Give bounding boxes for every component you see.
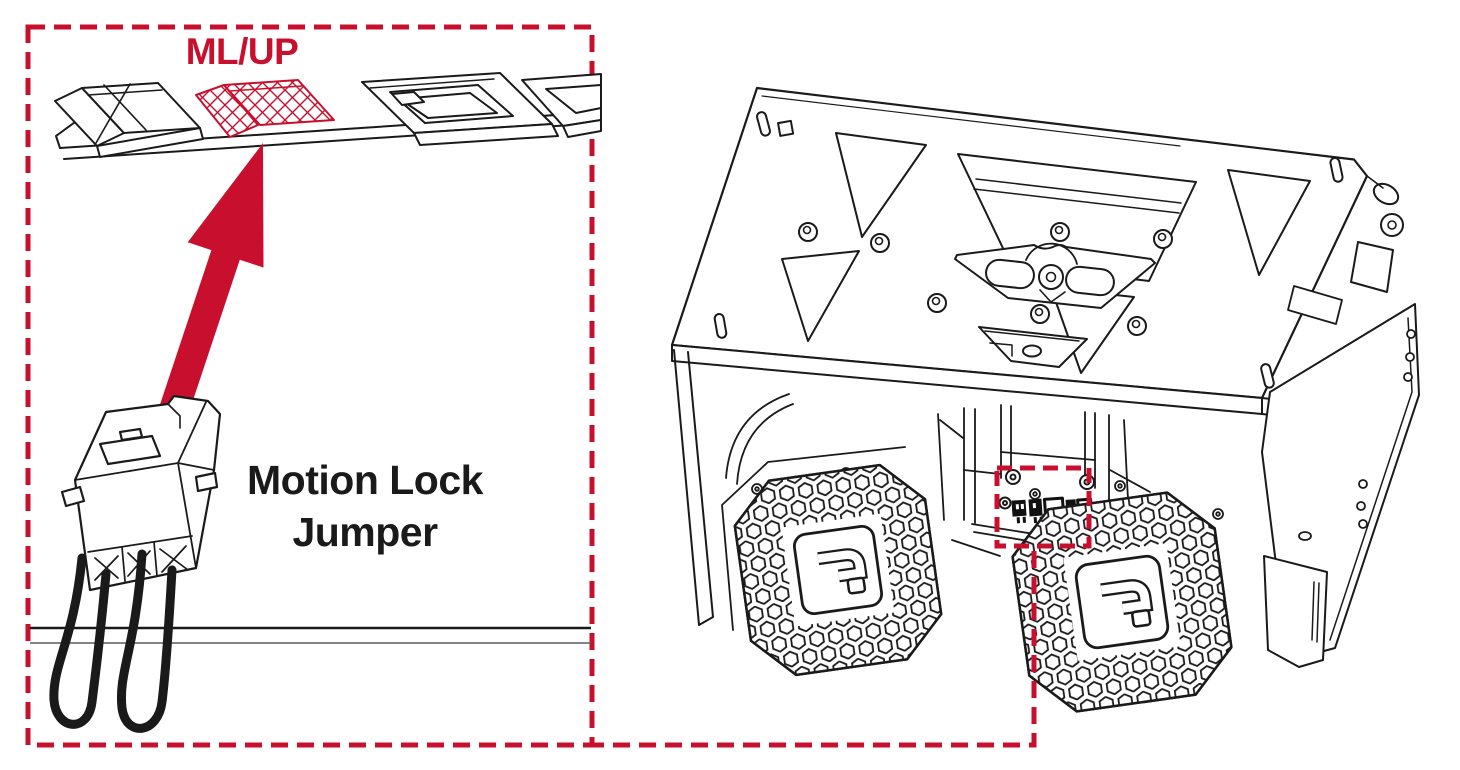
- table-edge-lines: [30, 626, 591, 644]
- highlight-callout: [594, 465, 1092, 748]
- motor-cover-left: [733, 463, 943, 677]
- plate-screws: [798, 222, 1173, 336]
- logo-badge: [781, 513, 895, 627]
- logo-badge: [1063, 543, 1181, 661]
- top-plate: [670, 86, 1369, 418]
- connector-label: ML/UP: [186, 31, 299, 72]
- jumper-body: [73, 394, 222, 592]
- connector-strip-drawing: [54, 72, 602, 160]
- lower-tab-recess: [978, 326, 1088, 368]
- callout-panel-border: [25, 24, 595, 748]
- connector-highlight-box: [994, 465, 1092, 549]
- strip-clip-a: [54, 82, 204, 158]
- jumper-label-line1: Motion Lock: [247, 457, 484, 503]
- jumper-latch-tab: [118, 427, 144, 442]
- hinge-bracket: [1350, 175, 1404, 293]
- callout-leader-line: [594, 551, 1037, 748]
- strip-socket-d: [521, 73, 602, 138]
- motor-cover-right: [1011, 491, 1233, 713]
- side-panel-screws: [1298, 329, 1416, 541]
- left-chassis-wall: [673, 349, 906, 631]
- jumper-connector-drawing: [60, 394, 222, 592]
- jumper-wires: [49, 549, 177, 733]
- jumper-label-line2: Jumper: [292, 509, 438, 555]
- up-arrow-icon: [145, 143, 264, 457]
- highlighted-ml-up-socket: [195, 79, 335, 138]
- right-side-panel: [1261, 175, 1420, 668]
- center-clamp: [954, 242, 1156, 309]
- callout-frame: [25, 24, 595, 748]
- machine-drawing: [670, 86, 1420, 713]
- plate-slots: [713, 111, 1344, 389]
- strip-socket-c: [361, 72, 559, 146]
